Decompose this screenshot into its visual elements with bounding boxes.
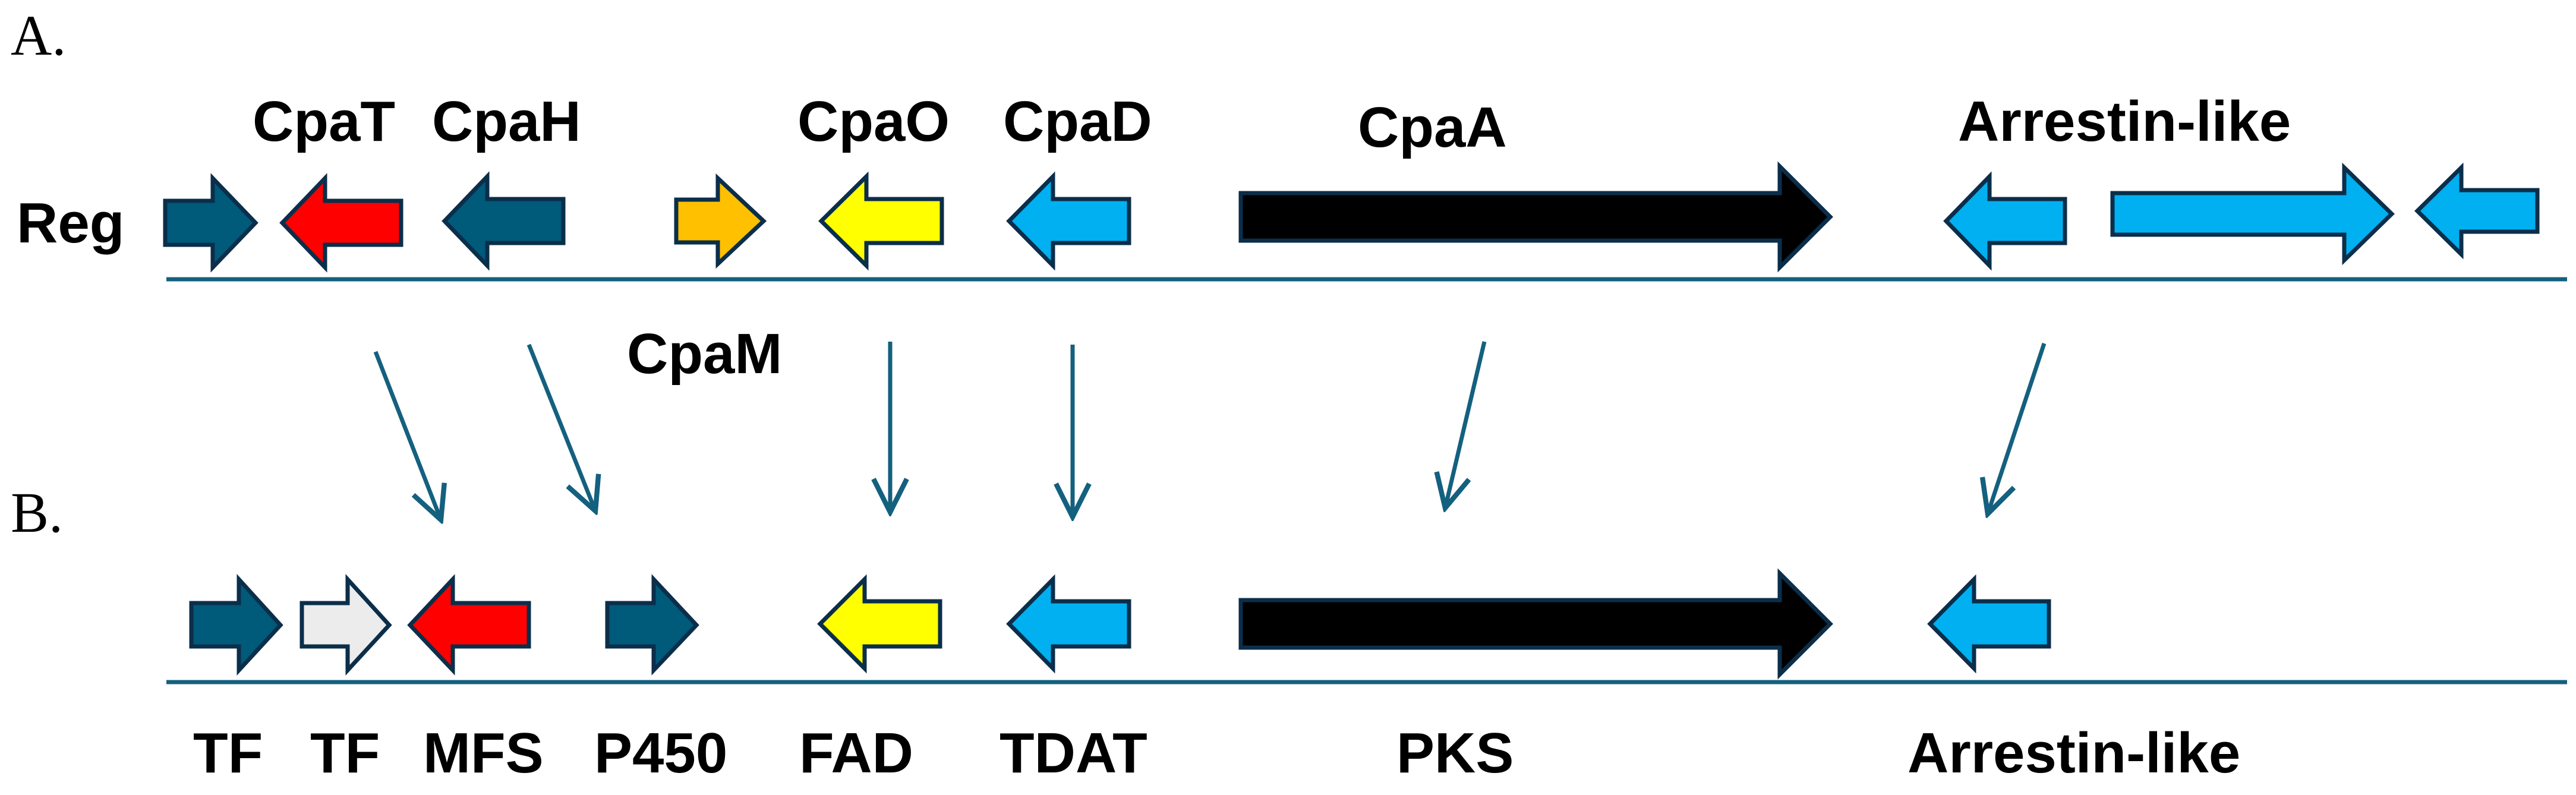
gene-arrow-cpat <box>279 173 403 273</box>
label-tdat: TDAT <box>999 721 1147 785</box>
gene-arrow-p450 <box>605 574 699 676</box>
label-pks: PKS <box>1396 721 1514 785</box>
gene-arrow-arrestin-a3 <box>2414 162 2540 260</box>
label-reg: Reg <box>17 191 124 255</box>
gene-arrow-tdat <box>1006 574 1131 674</box>
label-fad: FAD <box>799 721 913 785</box>
mapping-arrow-cpaa <box>1445 341 1487 508</box>
label-arrestin-top: Arrestin-like <box>1958 90 2291 153</box>
panel-letter-a: A. <box>11 4 66 67</box>
label-cpam: CpaM <box>627 322 782 386</box>
gene-arrow-mfs <box>407 574 531 676</box>
gene-arrow-reg <box>163 173 258 273</box>
label-cpah: CpaH <box>432 90 581 153</box>
mapping-arrow-arrestin <box>1988 342 2047 514</box>
gene-arrow-cpad <box>1006 171 1131 271</box>
gene-arrow-arrestin-a1 <box>1943 171 2067 271</box>
gene-arrow-cpaa <box>1238 161 1833 273</box>
gene-arrow-pks <box>1238 568 1833 680</box>
label-p450: P450 <box>594 721 727 785</box>
gene-arrow-arrestin-b <box>1927 574 2051 674</box>
label-cpat: CpaT <box>253 90 395 153</box>
gene-arrow-cpam <box>674 173 767 269</box>
gene-arrow-tf2 <box>299 573 392 676</box>
label-tf-1: TF <box>193 721 263 785</box>
gene-arrow-fad <box>817 574 942 674</box>
label-cpaa: CpaA <box>1358 96 1507 159</box>
label-tf-2: TF <box>310 721 380 785</box>
label-cpao: CpaO <box>797 90 950 153</box>
mapping-arrow-cpah <box>526 343 595 511</box>
panel-letter-b: B. <box>11 481 63 544</box>
mapping-arrow-cpat <box>373 351 441 520</box>
label-mfs: MFS <box>423 721 544 785</box>
label-arrestin-bottom: Arrestin-like <box>1907 721 2240 785</box>
label-cpad: CpaD <box>1003 90 1152 153</box>
gene-arrow-tf1 <box>189 573 283 676</box>
gene-arrow-arrestin-a2 <box>2110 162 2395 266</box>
gene-arrow-cpao <box>818 171 944 271</box>
gene-arrow-cpah <box>442 171 566 271</box>
